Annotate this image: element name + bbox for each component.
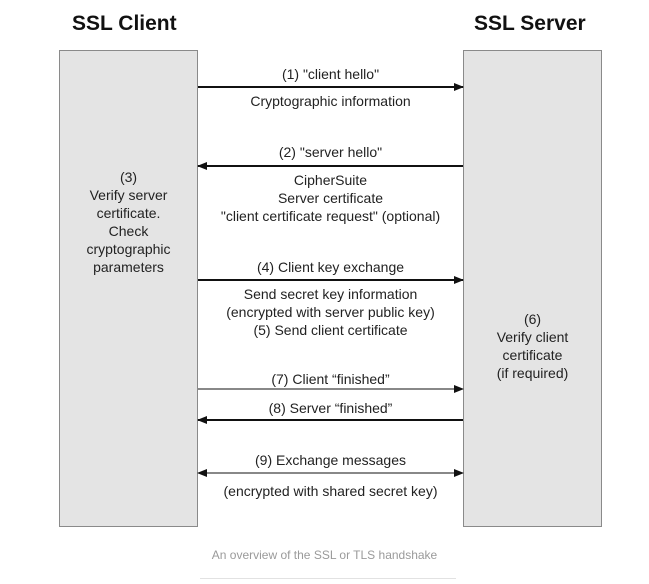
ssl-server-title: SSL Server [474, 12, 586, 35]
msg-client-key-exchange-detail: Send secret key information (encrypted w… [226, 286, 435, 338]
caption-divider [200, 578, 456, 579]
ssl-client-lane: (3) Verify server certificate. Check cry… [59, 50, 198, 527]
figure-caption: An overview of the SSL or TLS handshake [211, 548, 438, 562]
ssl-client-title: SSL Client [72, 12, 177, 35]
msg-client-hello-label: (1) "client hello" [281, 66, 380, 82]
server-verify-note: (6) Verify client certificate (if requir… [496, 311, 569, 381]
msg-server-hello-detail: CipherSuite Server certificate "client c… [220, 172, 441, 224]
msg-client-finished-label: (7) Client “finished” [271, 371, 390, 387]
msg-exchange-messages-detail: (encrypted with shared secret key) [223, 483, 438, 499]
msg-client-key-exchange-label: (4) Client key exchange [256, 259, 405, 275]
msg-client-hello-detail: Cryptographic information [250, 93, 411, 109]
msg-exchange-messages-label: (9) Exchange messages [255, 452, 406, 468]
msg-server-finished-label: (8) Server “finished” [268, 400, 393, 416]
ssl-server-lane: (6) Verify client certificate (if requir… [463, 50, 602, 527]
client-verify-note: (3) Verify server certificate. Check cry… [86, 169, 171, 275]
msg-server-hello-label: (2) "server hello" [278, 144, 383, 160]
